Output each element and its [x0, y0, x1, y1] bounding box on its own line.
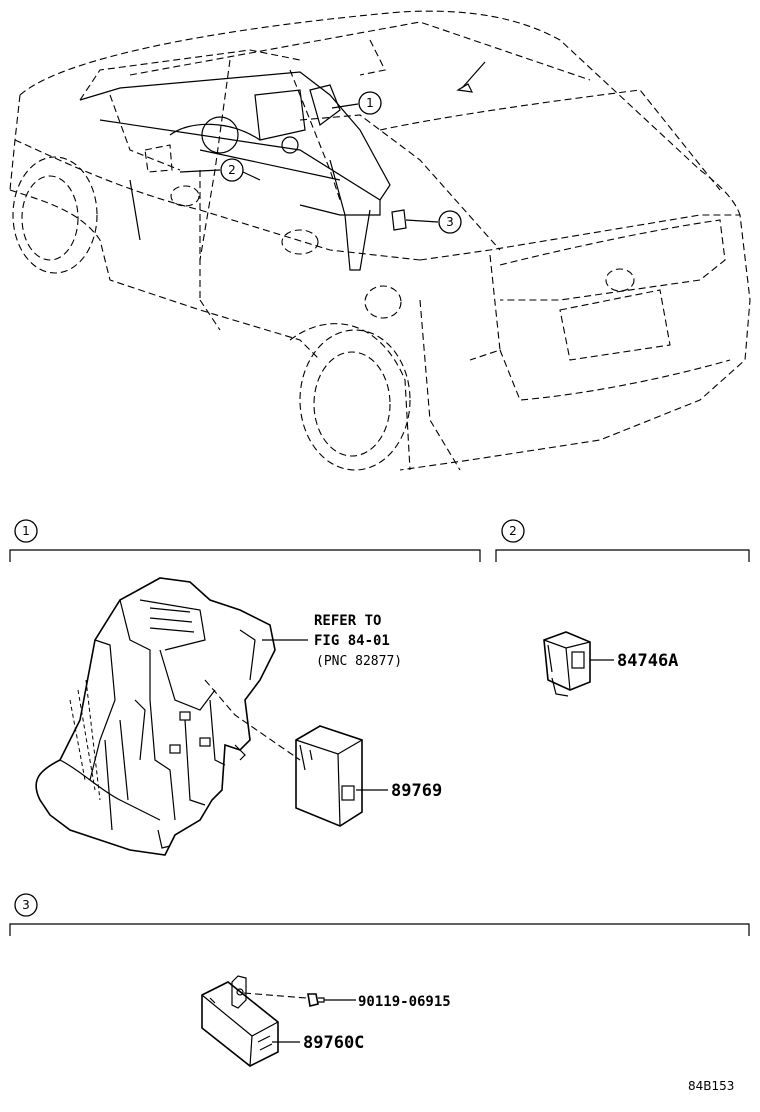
section-1-number: 1	[22, 524, 30, 538]
bolt-alignment-line	[243, 992, 307, 999]
part-90119-06915-bolt-illustration	[307, 993, 325, 1007]
figure-code: 84B153	[688, 1079, 734, 1093]
refer-to-fig-label: FIG 84-01	[314, 633, 390, 649]
section-1-header: 1	[9, 519, 481, 562]
part-84746a-connector-illustration	[543, 631, 591, 697]
refer-to-label: REFER TO	[314, 613, 381, 629]
part-89769-module-illustration	[295, 725, 363, 827]
section-2-header: 2	[495, 519, 750, 562]
refer-to-pnc-label: (PNC 82877)	[316, 654, 402, 669]
overview-callout-1-number: 1	[366, 96, 374, 110]
section-2-number: 2	[509, 524, 517, 538]
part-84746a-label[interactable]: 84746A	[617, 651, 678, 671]
section-3-number: 3	[22, 898, 30, 912]
overview-callout-3[interactable]: 3	[438, 210, 462, 234]
module-mounting-link-line	[204, 679, 301, 761]
overview-callout-3-number: 3	[446, 215, 454, 229]
overview-callout-1[interactable]: 1	[358, 91, 382, 115]
overview-callout-2[interactable]: 2	[220, 158, 244, 182]
overview-callout-leaders	[179, 103, 439, 223]
section-3-header: 3	[9, 893, 750, 936]
overview-callout-2-number: 2	[228, 163, 236, 177]
part-89760c-module-illustration	[201, 975, 279, 1067]
part-89769-label[interactable]: 89769	[391, 781, 442, 801]
instrument-panel-bracket-illustration	[35, 577, 276, 856]
part-90119-06915-label[interactable]: 90119-06915	[358, 994, 451, 1010]
car-overview-illustration	[9, 10, 751, 471]
part-89760c-label[interactable]: 89760C	[303, 1033, 364, 1053]
